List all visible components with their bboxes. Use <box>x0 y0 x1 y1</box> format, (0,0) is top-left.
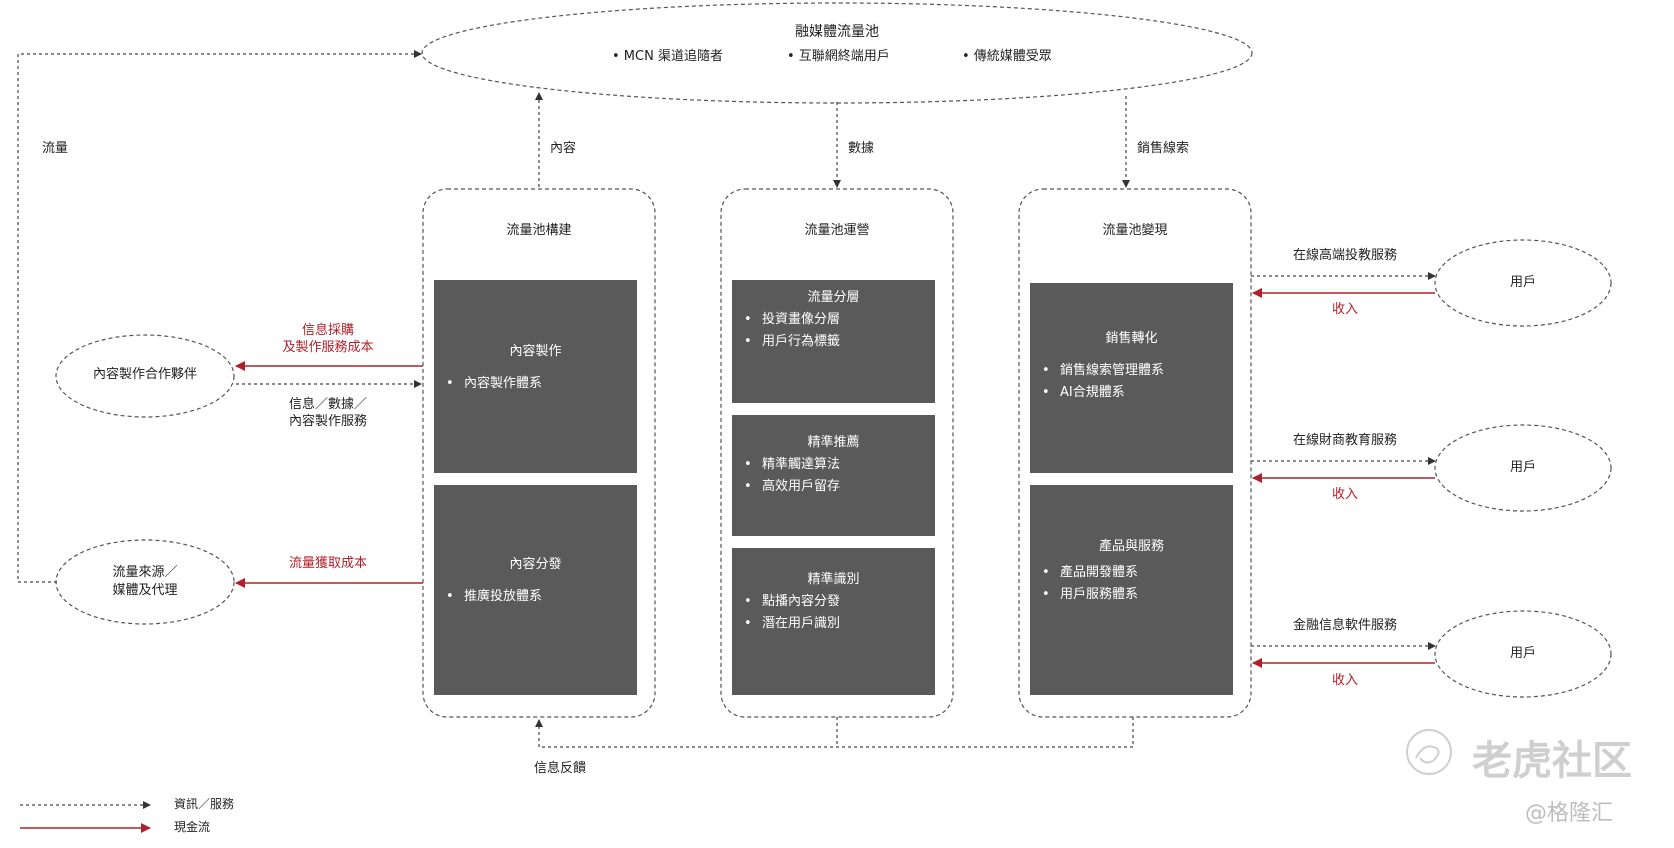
partner-node-label: 內容製作合作夥伴 <box>92 367 197 382</box>
box-precise-recommend: 精準推薦 精準觸達算法 高效用戶留存 <box>732 415 935 536</box>
box-item: 用戶行為標籤 <box>740 331 935 353</box>
column-title-operate: 流量池運營 <box>804 223 870 238</box>
watermark-logo-icon <box>1406 729 1452 775</box>
box-title-products-services: 產品與服務 <box>1098 539 1164 554</box>
column-title-monetize: 流量池變現 <box>1102 223 1168 238</box>
revenue-label-1: 收入 <box>1331 302 1358 317</box>
traffic-label: 流量 <box>42 141 69 156</box>
pool-item-traditional: • 傳統媒體受眾 <box>962 49 1052 64</box>
box-precise-identify: 精準識別 點播內容分發 潛在用戶識別 <box>732 548 935 695</box>
pool-title: 融媒體流量池 <box>795 24 879 40</box>
box-item: 推廣投放體系 <box>442 586 637 608</box>
feedback-loop-arrow <box>535 717 1134 748</box>
user-ellipse-2 <box>1434 424 1612 512</box>
pool-item-mcn: • MCN 渠道追隨者 <box>612 49 723 64</box>
box-item: 投資畫像分層 <box>740 309 935 331</box>
acquire-cost-label: 流量獲取成本 <box>288 556 367 571</box>
service-label-2: 在線財商教育服務 <box>1292 433 1397 448</box>
legend-solid-label: 現金流 <box>174 820 211 834</box>
revenue-label-2: 收入 <box>1331 487 1358 502</box>
traffic-loop-arrow <box>17 50 422 583</box>
box-title-sales-conversion: 銷售轉化 <box>1105 331 1158 346</box>
box-title-precise-identify: 精準識別 <box>807 572 860 587</box>
user-ellipse-3 <box>1434 610 1612 698</box>
partner-ellipse <box>55 334 235 418</box>
box-item: 產品開發體系 <box>1038 562 1233 584</box>
box-item: 點播內容分發 <box>740 591 935 613</box>
box-title-content-production: 內容製作 <box>509 344 562 359</box>
watermark-brand: 老虎社区 <box>1472 738 1632 784</box>
user-label-2: 用戶 <box>1509 460 1536 475</box>
data-label: 數據 <box>848 141 875 156</box>
watermark-handle: @格隆汇 <box>1525 801 1614 826</box>
box-content-production: 內容製作 內容製作體系 <box>434 280 637 473</box>
column-container-monetize <box>1018 188 1252 718</box>
service-label-1: 在線高端投教服務 <box>1292 248 1397 263</box>
sales-leads-label: 銷售線索 <box>1137 141 1190 156</box>
box-content-distribution: 內容分發 推廣投放體系 <box>434 485 637 695</box>
info-service-line2: 內容製作服務 <box>288 414 367 429</box>
revenue-label-3: 收入 <box>1331 673 1358 688</box>
column-container-operate <box>720 188 954 718</box>
user-label-1: 用戶 <box>1509 275 1536 290</box>
box-title-precise-recommend: 精準推薦 <box>807 435 860 450</box>
legend-dashed-label: 資訊／服務 <box>174 797 235 811</box>
box-item: AI合規體系 <box>1038 382 1233 404</box>
service-label-3: 金融信息軟件服務 <box>1292 618 1397 633</box>
box-products-services: 產品與服務 產品開發體系 用戶服務體系 <box>1030 485 1233 695</box>
box-item: 精準觸達算法 <box>740 454 935 476</box>
box-item: 用戶服務體系 <box>1038 584 1233 606</box>
box-title-traffic-layering: 流量分層 <box>807 290 860 305</box>
purchase-cost-line1: 信息採購 <box>301 323 354 338</box>
box-item: 銷售線索管理體系 <box>1038 360 1233 382</box>
box-title-content-distribution: 內容分發 <box>509 557 562 572</box>
source-node-line2: 媒體及代理 <box>112 583 178 598</box>
box-traffic-layering: 流量分層 投資畫像分層 用戶行為標籤 <box>732 280 935 403</box>
box-item: 潛在用戶識別 <box>740 613 935 635</box>
box-item: 高效用戶留存 <box>740 476 935 498</box>
purchase-cost-line2: 及製作服務成本 <box>282 340 374 355</box>
source-node-line1: 流量來源／ <box>112 565 178 580</box>
box-sales-conversion: 銷售轉化 銷售線索管理體系 AI合規體系 <box>1030 283 1233 473</box>
column-title-build: 流量池構建 <box>506 223 572 238</box>
column-container-build <box>422 188 656 718</box>
user-ellipse-1 <box>1434 239 1612 327</box>
feedback-label: 信息反饋 <box>534 761 587 776</box>
user-label-3: 用戶 <box>1509 646 1536 661</box>
info-service-line1: 信息／數據／ <box>288 397 367 412</box>
content-label: 內容 <box>550 141 577 156</box>
pool-item-internet: • 互聯網終端用戶 <box>787 49 890 64</box>
box-item: 內容製作體系 <box>442 373 637 395</box>
